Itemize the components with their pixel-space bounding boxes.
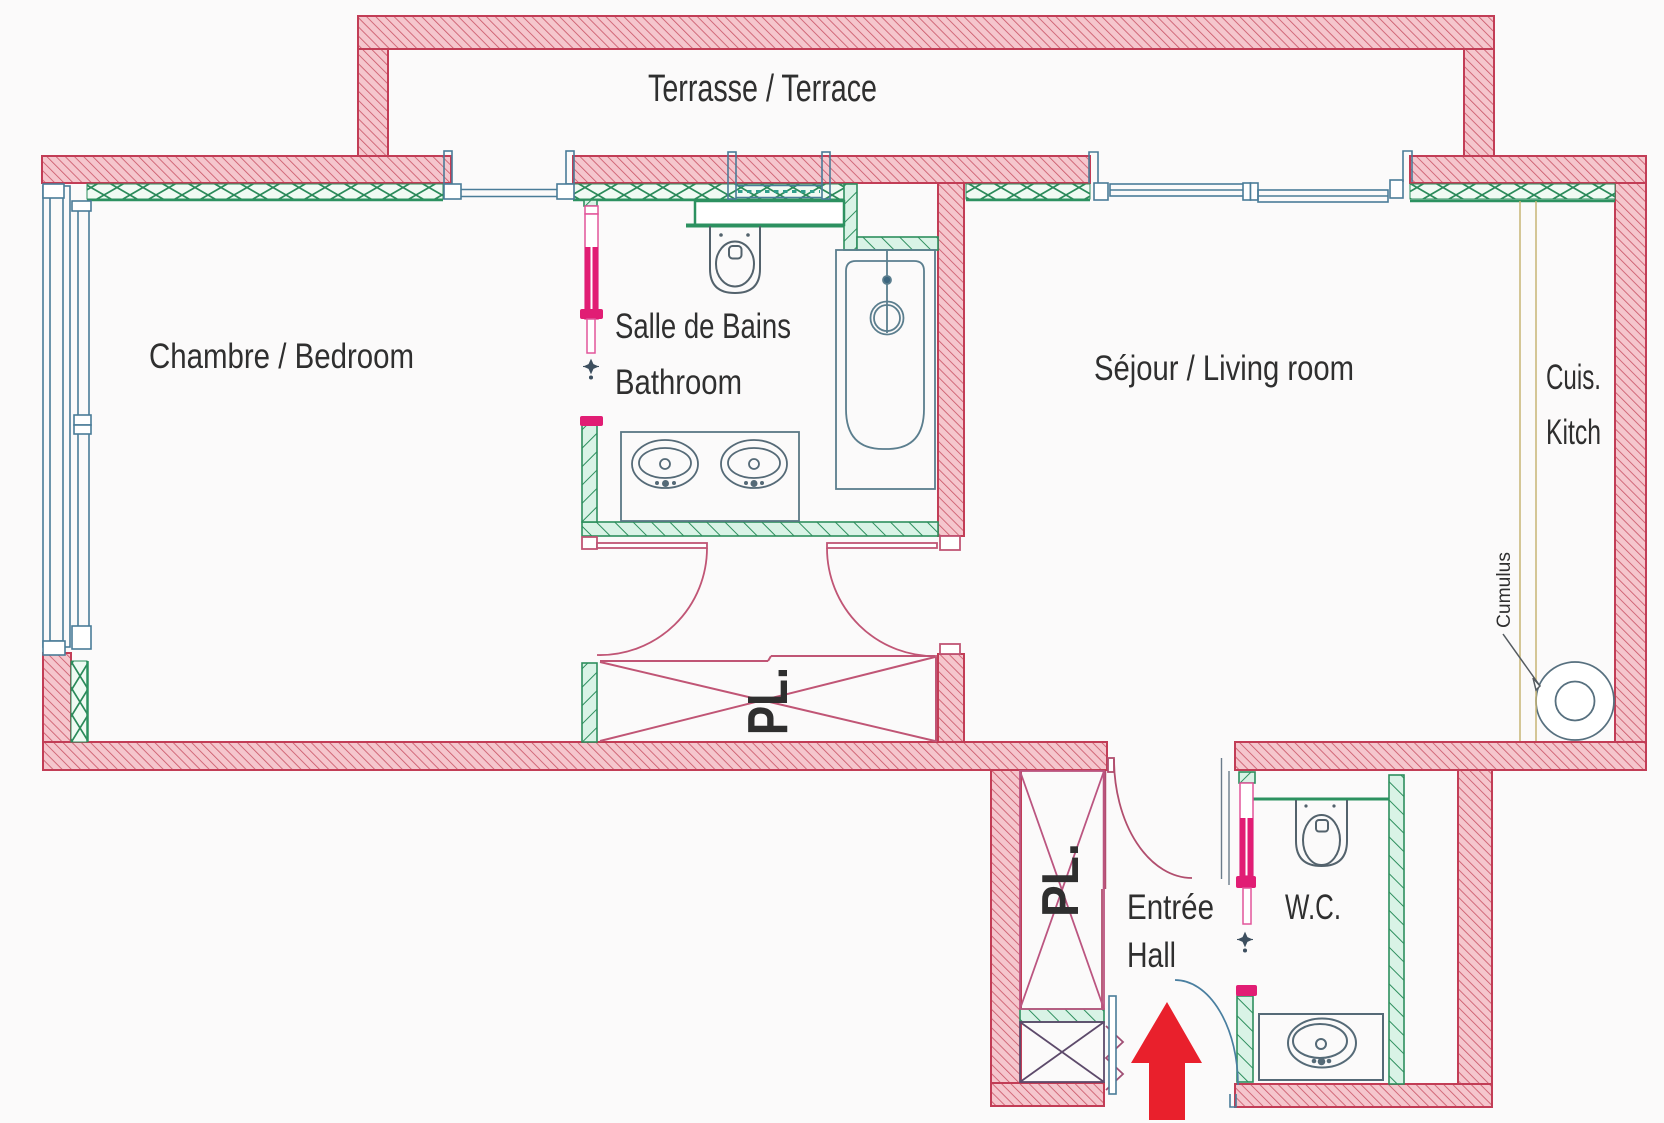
svg-text:Séjour / Living room: Séjour / Living room xyxy=(1094,349,1354,388)
svg-text:Hall: Hall xyxy=(1127,936,1176,975)
svg-text:Cumulus: Cumulus xyxy=(1494,552,1515,628)
svg-text:Chambre / Bedroom: Chambre / Bedroom xyxy=(149,337,414,376)
svg-text:PL.: PL. xyxy=(1032,843,1090,917)
svg-text:Terrasse / Terrace: Terrasse / Terrace xyxy=(648,68,877,110)
svg-text:Kitch: Kitch xyxy=(1546,413,1601,452)
svg-text:Salle de Bains: Salle de Bains xyxy=(615,307,791,346)
svg-text:PL.: PL. xyxy=(736,667,800,735)
svg-text:Entrée: Entrée xyxy=(1127,888,1214,927)
svg-text:Bathroom: Bathroom xyxy=(615,363,742,402)
svg-text:W.C.: W.C. xyxy=(1285,888,1341,927)
svg-text:Cuis.: Cuis. xyxy=(1546,358,1601,397)
